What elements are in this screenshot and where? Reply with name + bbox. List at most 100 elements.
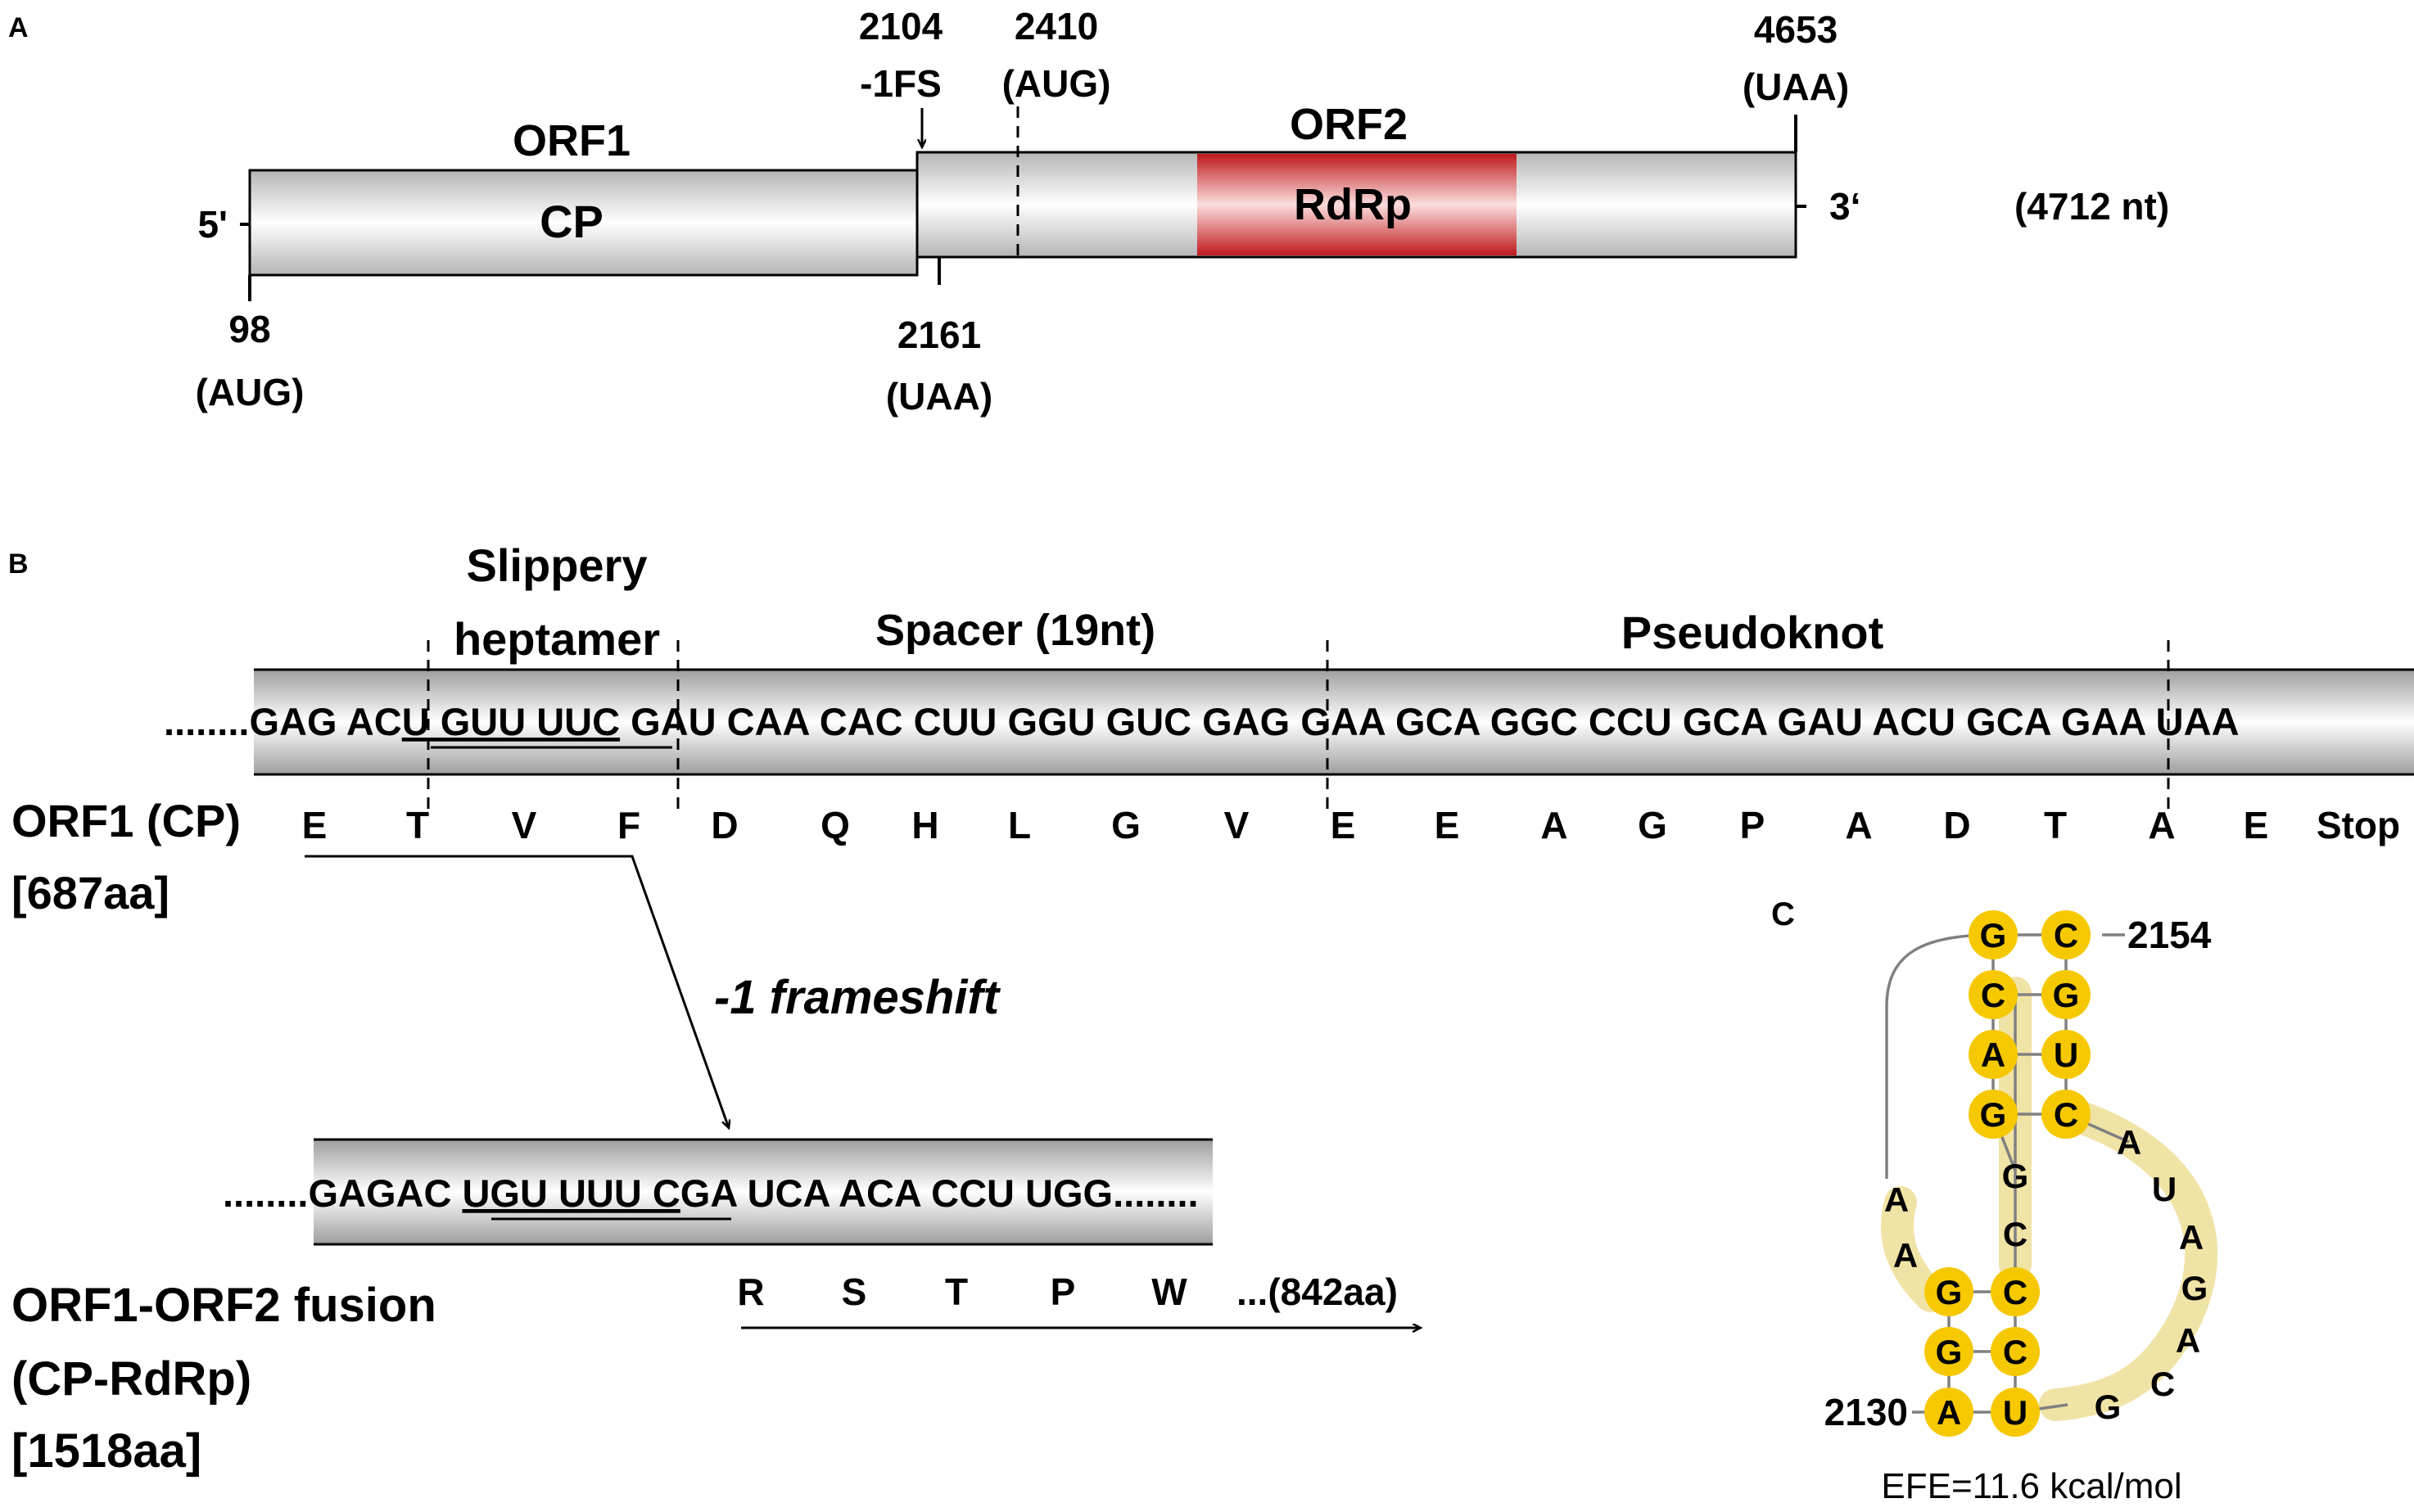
panel-b-label: B: [8, 548, 29, 580]
fusion-slippery-sequence: UGU UUU C: [462, 1171, 680, 1215]
right-loop-7: G: [2095, 1388, 2122, 1426]
orf2-stop-pos: 4653: [1754, 8, 1838, 51]
frameshift-pos: 2104: [859, 5, 943, 47]
orf2-product: RdRp: [1294, 180, 1412, 229]
right-loop-5: A: [2176, 1321, 2200, 1360]
right-loop-3: A: [2179, 1218, 2204, 1257]
lower-left-1-circle: [1924, 1267, 1973, 1316]
slippery-label-line1: Slippery: [467, 539, 648, 591]
orf1-stop-codon: (UAA): [886, 375, 992, 417]
sequence-leading-dots: ........: [164, 700, 249, 743]
fusion-trailing-dots: ........: [1113, 1171, 1198, 1215]
stem-left-1-circle: [1969, 910, 2018, 959]
lower-left-3: A: [1937, 1393, 1961, 1432]
lower-right-2: C: [2003, 1333, 2027, 1371]
pseudoknot-label: Pseudoknot: [1621, 607, 1883, 658]
fusion-label-line2: (CP-RdRp): [11, 1352, 251, 1406]
stem-left-1: G: [1980, 916, 2007, 955]
stem-left-4-circle: [1969, 1090, 2018, 1139]
orf2-aug-codon: (AUG): [1002, 62, 1111, 105]
orf1-aa-8: L: [1008, 804, 1031, 846]
stem-right-1: C: [2054, 916, 2078, 955]
orf1-name: ORF1: [513, 116, 631, 165]
lower-right-3: U: [2003, 1393, 2027, 1432]
lower-right-3-circle: [1991, 1388, 2040, 1437]
orf2-name: ORF2: [1290, 100, 1408, 149]
middle-column-1: G: [2002, 1157, 2029, 1195]
orf1-start-pos: 98: [228, 308, 270, 350]
stem-right-1-circle: [2041, 910, 2091, 959]
position-2130-label: 2130: [1824, 1391, 1908, 1433]
orf1-aa-16: A: [1845, 804, 1872, 846]
sequence-band: [254, 670, 2414, 774]
fusion-more-aa: ...(842aa): [1236, 1271, 1398, 1313]
frameshift-text: -1 frameshift: [714, 971, 1001, 1024]
stem-right-3: U: [2054, 1036, 2078, 1074]
lower-left-3-circle: [1924, 1388, 1973, 1437]
stem-left-4: G: [1980, 1095, 2007, 1134]
fusion-segment-1: GAGAC: [308, 1171, 462, 1215]
orf1-aa-15: P: [1740, 804, 1765, 846]
stem-right-4-circle: [2041, 1090, 2091, 1139]
orf1-aa-5: D: [711, 804, 738, 846]
fusion-label-line1: ORF1-ORF2 fusion: [11, 1279, 436, 1332]
rdrp-domain: [1197, 154, 1517, 255]
panel-a-label: A: [8, 12, 29, 43]
orf1-start-codon: (AUG): [196, 371, 305, 413]
lower-right-1-circle: [1991, 1267, 2040, 1316]
slippery-sequence: U GUU UUC: [402, 700, 620, 743]
middle-column-2: C: [2003, 1215, 2027, 1253]
orf1-aa-21: Stop: [2317, 804, 2400, 846]
lower-left-2-circle: [1924, 1327, 1973, 1376]
stem-right-2: G: [2053, 976, 2080, 1014]
orf1-aa-12: E: [1435, 804, 1460, 846]
right-loop-4: G: [2181, 1269, 2208, 1307]
five-prime-label: 5': [197, 203, 228, 246]
lower-left-1: G: [1936, 1273, 1963, 1311]
right-loop-shade: [2039, 1098, 2217, 1421]
orf1-bar: [248, 169, 919, 277]
orf1-aa-10: V: [1224, 804, 1250, 846]
left-loop-2: A: [1893, 1236, 1918, 1275]
stem-right-3-circle: [2041, 1030, 2091, 1079]
sequence-segment-3: GAU CAA CAC CUU GGU GUC GAG GAA GCA GGC …: [620, 700, 2239, 743]
lower-right-1: C: [2003, 1273, 2027, 1311]
position-2154-label: 2154: [2127, 914, 2212, 956]
fusion-label-line3: [1518aa]: [11, 1424, 201, 1478]
fusion-band: [314, 1140, 1213, 1244]
orf1-aa-6: Q: [820, 804, 850, 846]
orf1-aa-11: E: [1331, 804, 1356, 846]
orf1-aa-18: T: [2044, 804, 2067, 846]
orf1-aa-14: G: [1638, 804, 1667, 846]
orf1-aa-20: E: [2244, 804, 2269, 846]
orf1-aa-9: G: [1111, 804, 1141, 846]
slippery-label-line2: heptamer: [454, 613, 660, 665]
orf1-aa-2: T: [406, 804, 429, 846]
orf1-aa-17: D: [1943, 804, 1970, 846]
orf2-stop-codon: (UAA): [1743, 65, 1849, 108]
frameshift-label: -1FS: [860, 62, 942, 105]
orf1-aa-13: A: [1540, 804, 1567, 846]
right-loop-2: U: [2152, 1170, 2177, 1208]
orf1-cp-label: ORF1 (CP): [11, 795, 241, 846]
stem-left-3-circle: [1969, 1030, 2018, 1079]
fusion-segment-3: GA UCA ACA CCU UGG: [680, 1171, 1113, 1215]
genome-length: (4712 nt): [2014, 185, 2169, 228]
orf1-aa-4: F: [617, 804, 640, 846]
orf1-product: CP: [540, 196, 604, 247]
orf1-aa-1: E: [302, 804, 328, 846]
frameshift-path-arrow: [305, 855, 729, 1128]
stem-left-2-circle: [1969, 970, 2018, 1019]
sequence-segment-1: GAG AC: [249, 700, 401, 743]
lower-left-2: G: [1936, 1333, 1963, 1371]
stem-right-2-circle: [2041, 970, 2091, 1019]
fusion-leading-dots: ........: [223, 1171, 308, 1215]
left-loop-1: A: [1884, 1180, 1909, 1219]
orf2-aug-pos: 2410: [1015, 5, 1098, 47]
efe-label: EFE=11.6 kcal/mol: [1881, 1466, 2181, 1506]
fusion-aa-3: T: [945, 1271, 968, 1313]
fusion-aa-5: W: [1151, 1271, 1187, 1313]
